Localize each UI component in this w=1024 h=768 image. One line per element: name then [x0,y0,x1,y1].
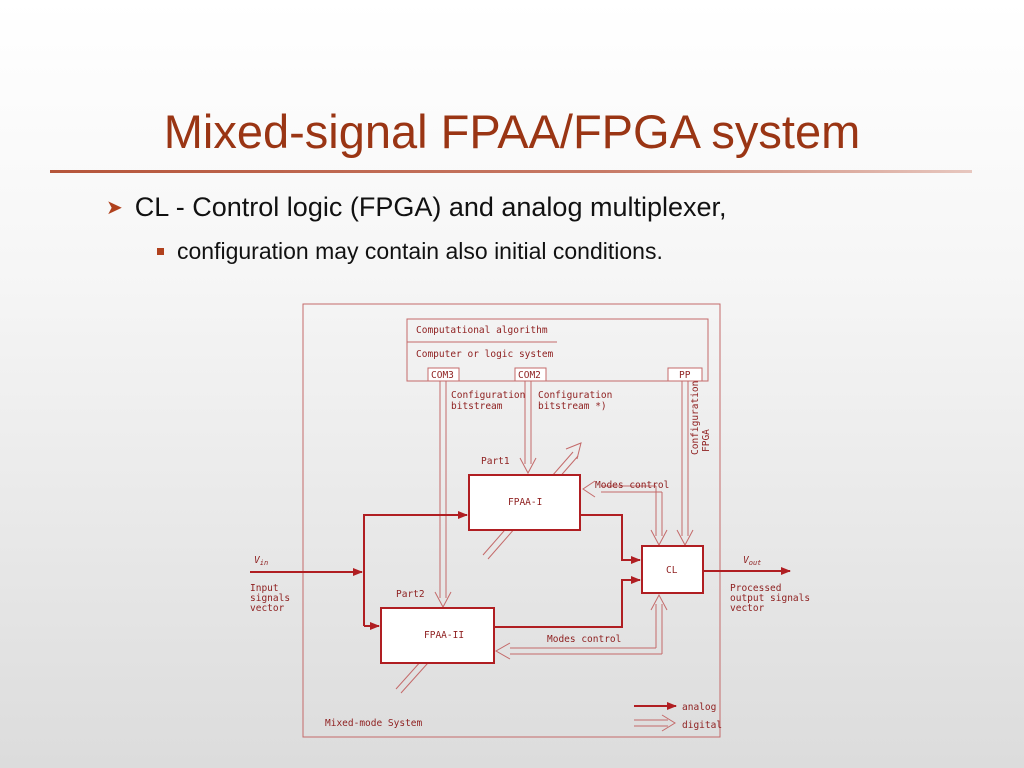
config-bitstream-1-line1: Configuration [451,390,525,401]
fpaa1-block [468,474,581,531]
computer-system-label: Computer or logic system [416,349,554,360]
output-label-line3: vector [730,603,765,614]
output-label-line1: Processed [730,583,781,594]
input-label-line3: vector [250,603,285,614]
com2-label: COM2 [518,370,541,381]
fpaa1-label: FPAA-I [508,497,542,508]
fpaa2-block [380,607,495,664]
part1-label: Part1 [481,456,510,467]
analog-arrows [250,511,791,710]
output-label-line2: output signals [730,593,810,604]
bullet-text-1: CL - Control logic (FPGA) and analog mul… [134,192,727,222]
cl-label: CL [666,565,678,576]
pp-port [667,367,703,382]
title-divider [50,170,972,173]
config-fpga-line1: Configuration [690,381,701,455]
computational-algorithm-label: Computational algorithm [416,325,548,336]
vin-label: Vin [254,555,268,567]
part2-label: Part2 [396,589,425,600]
com3-label: COM3 [431,370,454,381]
pp-label: PP [679,370,691,381]
arrow-bullet-icon: ➤ [106,197,123,219]
cl-block [641,545,704,594]
fpaa2-label: FPAA-II [424,630,464,641]
square-bullet-icon [157,248,164,255]
config-bitstream-2-line2: bitstream *) [538,401,607,412]
vout-label: Vout [743,555,761,567]
bullet-text-2: configuration may contain also initial c… [177,238,663,264]
digital-arrows [395,381,694,732]
com3-port [427,367,460,382]
config-fpga-line2: FPGA [701,429,712,452]
bullet-level1: ➤ CL - Control logic (FPGA) and analog mu… [106,192,727,223]
modes-control-1-label: Modes control [595,480,669,491]
config-bitstream-2-line1: Configuration [538,390,612,401]
config-bitstream-1-line2: bitstream [451,401,503,412]
legend-analog-label: analog [682,702,716,713]
input-label-line2: signals [250,593,290,604]
legend-digital-label: digital [682,720,722,731]
modes-control-2-label: Modes control [547,634,621,645]
input-label-line1: Input [250,583,279,594]
computer-system-box [406,318,709,382]
system-label: Mixed-mode System [325,718,423,729]
bullet-level2: configuration may contain also initial c… [157,238,663,265]
system-frame [302,303,721,738]
slide-title: Mixed-signal FPAA/FPGA system [163,105,861,158]
